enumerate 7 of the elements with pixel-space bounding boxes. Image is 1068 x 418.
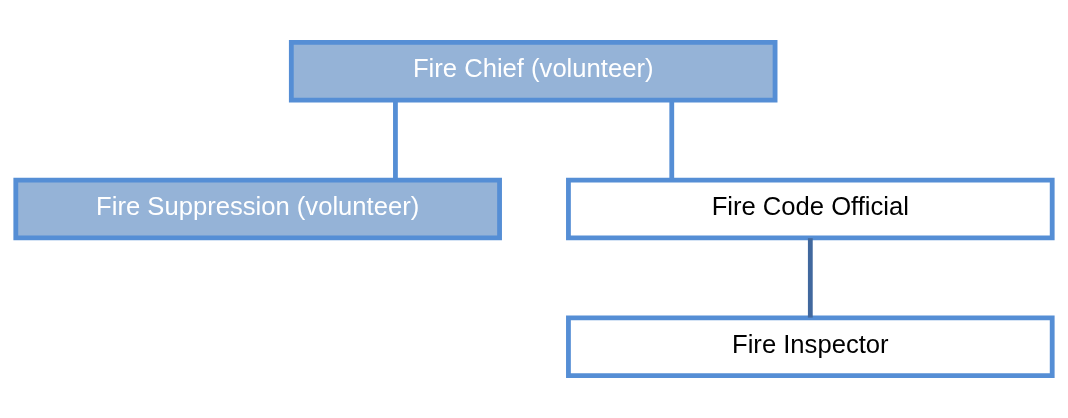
- connector: [669, 100, 675, 180]
- connector: [393, 100, 398, 180]
- connector: [807, 238, 813, 318]
- node-box: Fire Inspector: [566, 315, 1055, 378]
- node-box: Fire Suppression (volunteer): [13, 177, 502, 241]
- node-box: Fire Chief (volunteer): [288, 40, 778, 103]
- node-box: Fire Code Official: [566, 177, 1055, 241]
